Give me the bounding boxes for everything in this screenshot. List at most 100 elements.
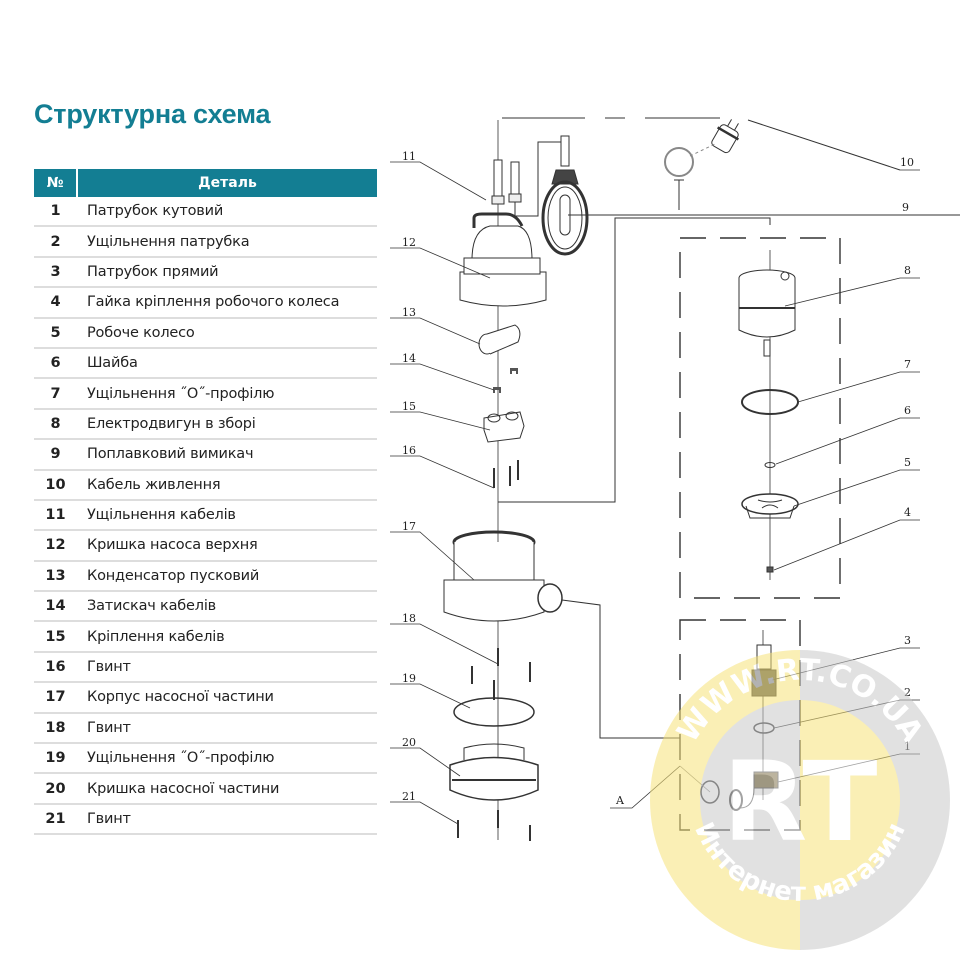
part-number: 14 <box>34 591 77 623</box>
cable-clamp-part-14 <box>493 368 518 393</box>
o-ring-part-19 <box>453 697 535 727</box>
cable-gland-part-11 <box>491 141 561 217</box>
callout-1: 1 <box>904 740 911 753</box>
top-cover-part-12 <box>459 212 547 307</box>
part-number: 15 <box>34 621 77 653</box>
power-plug-part-10 <box>664 119 901 210</box>
callout-5: 5 <box>904 456 911 469</box>
callout-19: 19 <box>402 672 416 685</box>
part-number: 6 <box>34 347 77 380</box>
washer-part-6 <box>764 462 776 468</box>
part-name: Шайба <box>77 347 377 380</box>
part-name: Кришка насоса верхня <box>77 530 377 562</box>
callout-9: 9 <box>902 201 909 214</box>
exploded-diagram: 11 12 13 14 15 16 17 18 19 20 21 10 9 8 … <box>390 117 960 841</box>
part-name: Гайка кріплення робочого колеса <box>77 287 377 319</box>
callout-6: 6 <box>904 404 911 417</box>
motor-assembly-box <box>679 237 841 599</box>
callout-16: 16 <box>402 444 416 457</box>
callout-4: 4 <box>904 506 911 519</box>
callout-13: 13 <box>402 306 416 319</box>
bottom-cover-part-20 <box>449 743 539 801</box>
table-header-row: № Деталь <box>34 169 377 197</box>
callout-11: 11 <box>402 150 416 163</box>
straight-pipe-part-3 <box>751 644 777 697</box>
part-name: Конденсатор пусковий <box>77 560 377 593</box>
part-number: 8 <box>34 408 77 441</box>
part-name: Кабель живлення <box>77 469 377 501</box>
callout-8: 8 <box>904 264 911 277</box>
part-name: Ущільнення кабелів <box>77 499 377 532</box>
part-name: Ущільнення ˝О˝-профілю <box>77 743 377 775</box>
part-name: Ущільнення патрубка <box>77 226 377 258</box>
part-name: Корпус насосної частини <box>77 682 377 714</box>
callout-10: 10 <box>900 156 914 169</box>
callout-2: 2 <box>904 686 911 699</box>
callout-21: 21 <box>402 790 416 803</box>
part-name: Патрубок кутовий <box>77 197 377 228</box>
part-number: 7 <box>34 378 77 410</box>
pump-housing-part-17 <box>443 530 680 739</box>
part-name: Гвинт <box>77 651 377 684</box>
part-number: 3 <box>34 256 77 289</box>
elbow-pipe-part-1 <box>700 771 779 811</box>
part-number: 2 <box>34 226 77 258</box>
callout-18: 18 <box>402 612 416 625</box>
part-name: Патрубок прямий <box>77 256 377 289</box>
motor-part-8 <box>738 269 796 357</box>
part-number: 18 <box>34 712 77 745</box>
cable-holder-part-15 <box>483 411 525 443</box>
screws-part-21 <box>457 810 531 841</box>
callout-A: A <box>615 794 625 807</box>
part-name: Електродвигун в зборі <box>77 408 377 441</box>
part-number: 1 <box>34 197 77 228</box>
part-name: Робоче колесо <box>77 317 377 349</box>
callout-17: 17 <box>402 520 416 533</box>
part-name: Гвинт <box>77 803 377 836</box>
part-number: 12 <box>34 530 77 562</box>
part-name: Ущільнення ˝О˝-профілю <box>77 378 377 410</box>
part-name: Кришка насосної частини <box>77 773 377 805</box>
part-number: 11 <box>34 499 77 532</box>
impeller-part-5 <box>741 493 799 519</box>
part-number: 9 <box>34 439 77 471</box>
part-number: 5 <box>34 317 77 349</box>
page-title: Структурна схема <box>34 99 271 129</box>
capacitor-part-13 <box>478 324 521 355</box>
header-part: Деталь <box>77 169 377 197</box>
callout-14: 14 <box>402 352 416 365</box>
header-num: № <box>34 169 78 197</box>
part-name: Затискач кабелів <box>77 591 377 623</box>
nut-part-4 <box>766 566 774 573</box>
part-name: Гвинт <box>77 712 377 745</box>
part-number: 13 <box>34 560 77 593</box>
part-number: 10 <box>34 469 77 501</box>
part-number: 4 <box>34 287 77 319</box>
screws-part-18 <box>471 648 531 700</box>
screws-part-16 <box>493 460 519 488</box>
part-number: 19 <box>34 743 77 775</box>
callout-7: 7 <box>904 358 911 371</box>
callout-3: 3 <box>904 634 911 647</box>
gasket-part-2 <box>753 722 775 734</box>
